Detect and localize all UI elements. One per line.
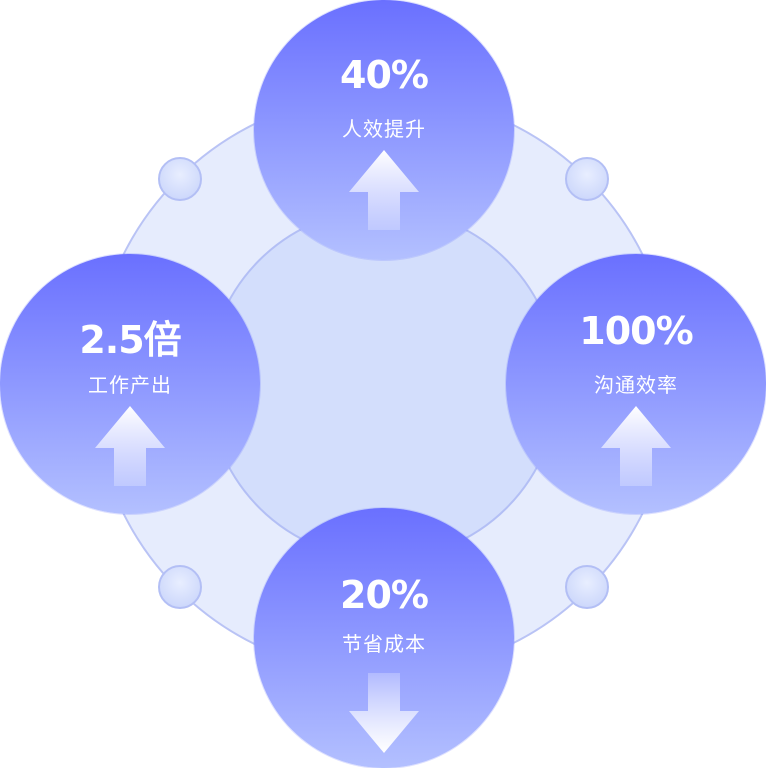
metric-value: 100%	[579, 309, 693, 353]
metric-label: 沟通效率	[594, 373, 678, 397]
metric-output: 2.5倍 工作产出	[0, 254, 260, 514]
metric-value: 2.5倍	[79, 318, 181, 362]
metric-value: 40%	[340, 53, 429, 97]
arrow-down-icon	[349, 673, 419, 753]
ring-node-top-left	[158, 157, 202, 201]
metric-communication: 100% 沟通效率	[506, 254, 766, 514]
ring-node-top-right	[565, 157, 609, 201]
ring-node-bottom-left	[158, 565, 202, 609]
metric-label: 人效提升	[342, 117, 426, 141]
arrow-up-icon	[95, 406, 165, 486]
metric-label: 工作产出	[88, 373, 172, 397]
arrow-up-icon	[601, 406, 671, 486]
metric-label: 节省成本	[342, 632, 426, 656]
arrow-up-icon	[349, 150, 419, 230]
metric-cost-saving: 20% 节省成本	[254, 508, 514, 768]
metric-value: 20%	[340, 573, 429, 617]
ring-node-bottom-right	[565, 565, 609, 609]
metric-efficiency: 40% 人效提升	[254, 0, 514, 260]
